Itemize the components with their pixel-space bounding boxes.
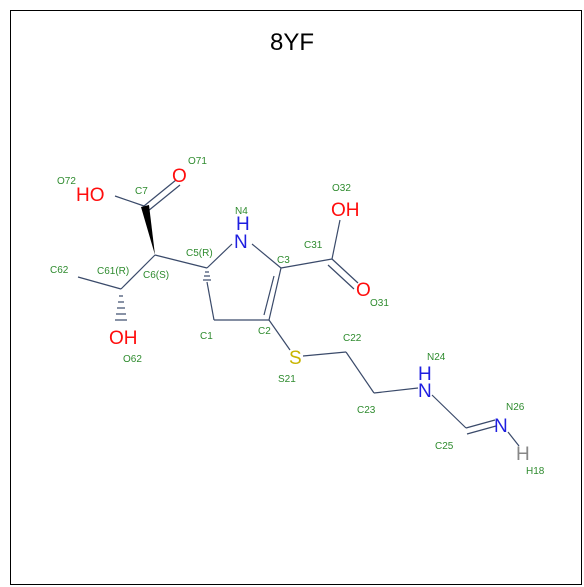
label-n24: N24 (427, 352, 446, 363)
bond-c6-c5 (154, 254, 208, 269)
bond-n4-c3 (251, 243, 282, 269)
atom-n24-h-symbol: H (418, 364, 432, 385)
label-c2: C2 (258, 326, 271, 337)
label-c6: C6(S) (143, 270, 169, 281)
bond-c5-n4 (206, 243, 233, 269)
wedge-c6-c7 (141, 205, 155, 255)
label-n26: N26 (506, 402, 525, 413)
label-o32: O32 (332, 183, 351, 194)
atom-o31-symbol: O (356, 280, 371, 301)
label-c31: C31 (304, 240, 323, 251)
atom-labels: O71 O72 C7 N4 O32 C31 C5(R) C3 C62 C61(R… (50, 156, 545, 477)
atom-n26-symbol: N (494, 416, 508, 437)
atom-n24-symbol: N (418, 381, 432, 402)
atom-n4-symbol: N (234, 232, 248, 253)
hash-c61-o62 (115, 295, 127, 321)
label-n4: N4 (235, 206, 248, 217)
element-symbols: HO O H N OH O OH S H N N H (76, 166, 530, 465)
atom-h18-symbol: H (516, 444, 530, 465)
bond-c31-o31-a (331, 258, 359, 284)
bond-c1-c5 (206, 281, 215, 321)
bond-s21-c22 (302, 351, 347, 357)
atom-s21-symbol: S (289, 348, 302, 369)
bond-c23-n24 (373, 387, 419, 394)
diagram-title: 8YF (270, 29, 314, 56)
diagram-frame (10, 10, 582, 585)
label-o31: O31 (370, 298, 389, 309)
label-o72: O72 (57, 176, 76, 187)
label-h18: H18 (526, 466, 545, 477)
label-c3: C3 (277, 255, 290, 266)
label-c5: C5(R) (186, 248, 213, 259)
atom-n4-h-symbol: H (236, 214, 250, 235)
atom-o32-symbol: OH (331, 200, 360, 221)
atom-o71-symbol: O (172, 166, 187, 187)
label-o71: O71 (188, 156, 207, 167)
bond-c3-c2-b (263, 275, 275, 316)
label-c1: C1 (200, 331, 213, 342)
bond-c3-c31 (280, 258, 333, 269)
bond-c6-c61 (120, 254, 156, 290)
hash-c5 (203, 271, 211, 281)
bond-n26-h18 (507, 431, 520, 447)
bond-c3-c2-a (268, 267, 282, 321)
bonds (77, 179, 520, 447)
label-c23: C23 (357, 405, 376, 416)
bond-c25-n26-b (466, 425, 497, 435)
label-o62: O62 (123, 354, 142, 365)
bond-c31-o31-b (327, 264, 355, 290)
bond-c61-c62 (77, 276, 122, 290)
bond-c22-c23 (345, 351, 375, 394)
label-c62: C62 (50, 265, 69, 276)
label-c7: C7 (135, 186, 148, 197)
bond-c7-o71-a (143, 179, 177, 207)
atom-o72-symbol: HO (76, 185, 105, 206)
atom-o62-symbol: OH (109, 328, 138, 349)
label-c22: C22 (343, 333, 362, 344)
bond-c7-o72 (114, 195, 145, 207)
label-s21: S21 (278, 374, 296, 385)
bond-c2-s21 (268, 319, 291, 351)
label-c61: C61(R) (97, 266, 129, 277)
bond-n24-c25 (431, 394, 467, 429)
bond-c7-o71-b (147, 184, 181, 212)
bond-c31-o32 (331, 219, 341, 260)
bond-c25-n26-a (465, 419, 496, 429)
label-c25: C25 (435, 441, 454, 452)
